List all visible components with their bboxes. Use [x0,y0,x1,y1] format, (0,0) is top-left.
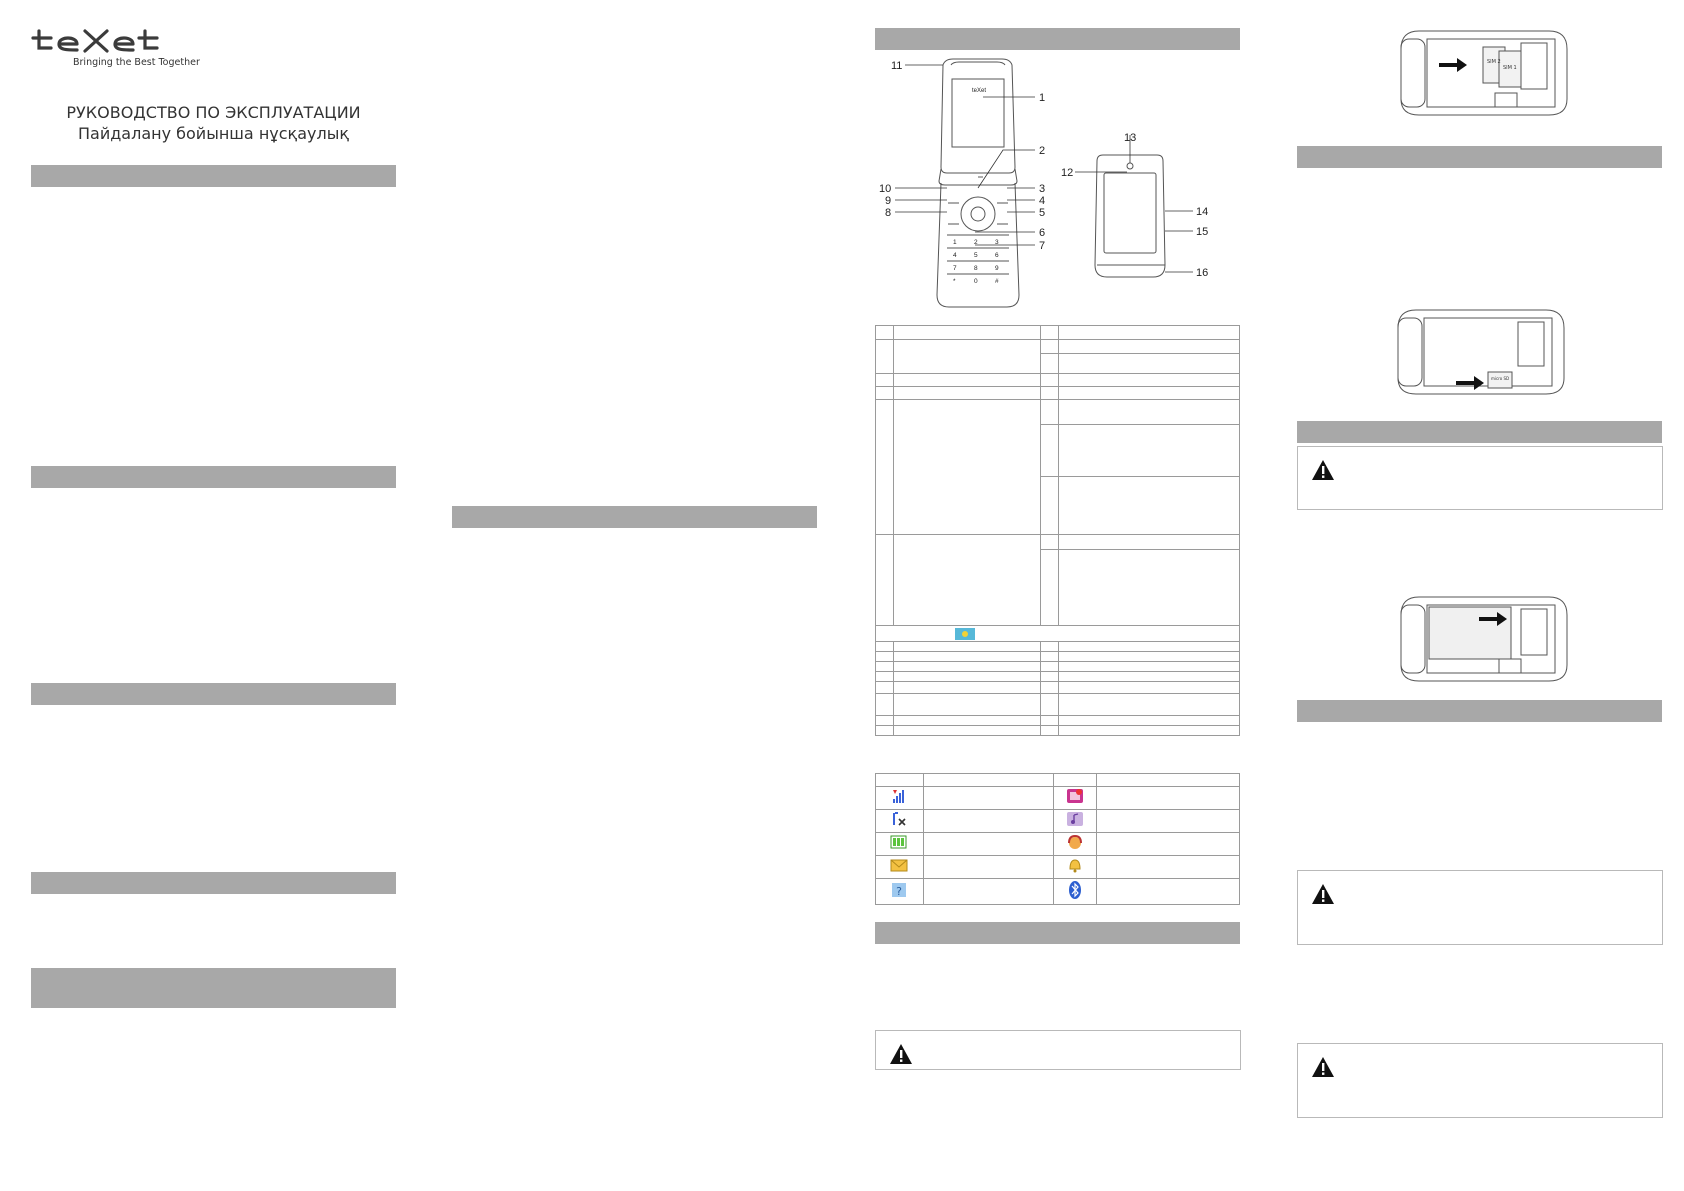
warning-icon [1312,884,1334,904]
screen-brand-label: teXet [972,88,986,94]
sim1-label: SIM 1 [1503,65,1517,71]
key-8: 8 [974,265,978,272]
brand-tagline: Bringing the Best Together [73,57,200,68]
unknown-icon: ? [892,882,907,898]
manual-title-ru: РУКОВОДСТВО ПО ЭКСПЛУАТАЦИИ [66,103,361,122]
key-7: 7 [953,265,957,272]
callout-5: 5 [1039,207,1045,219]
key-2: 2 [974,239,978,246]
warning-icon [1312,1057,1334,1077]
keypad-labels: 1 2 3 4 5 6 7 8 9 * 0 # [953,239,999,285]
section-header-bar [31,968,396,1008]
message-icon [890,859,908,872]
phone-diagram: teXet 11 1 2 10 9 8 3 4 5 6 7 13 12 14 1… [879,58,1208,308]
specifications-table [875,325,1240,736]
warning-box [1297,446,1663,510]
warning-icon [890,1044,912,1064]
callout-2: 2 [1039,145,1045,157]
bluetooth-icon [1068,880,1081,899]
key-hash: # [995,278,999,285]
alarm-icon [1069,859,1081,873]
micro-sd-label: micro SD [1491,376,1509,381]
callout-8: 8 [885,207,891,219]
warning-box [875,1030,1241,1070]
section-header-bar [875,28,1240,50]
sim2-label: SIM 2 [1487,59,1501,65]
callout-14: 14 [1196,206,1208,218]
key-9: 9 [995,265,999,272]
section-header-bar [1297,146,1662,168]
key-star: * [953,278,956,285]
callout-11: 11 [891,60,902,72]
callout-3: 3 [1039,183,1045,195]
section-header-bar [1297,700,1662,722]
section-header-bar [31,165,396,187]
mms-icon [1066,789,1083,803]
key-0: 0 [974,278,978,285]
svg-text:?: ? [897,885,903,898]
section-header-bar [31,683,396,705]
section-header-bar [31,872,396,894]
callout-4: 4 [1039,195,1045,207]
callout-10: 10 [879,183,891,195]
callout-12: 12 [1061,167,1073,179]
music-icon [1066,812,1083,826]
warning-icon [1312,460,1334,480]
headset-icon [1067,834,1082,849]
warning-box [1297,1043,1663,1118]
callout-16: 16 [1196,267,1208,279]
callout-6: 6 [1039,227,1045,239]
texet-logo-icon [31,29,159,53]
section-header-bar [875,922,1240,944]
memory-card-diagram: micro SD [1397,309,1565,395]
no-signal-icon [893,812,907,826]
diagram-callouts: 11 1 2 10 9 8 3 4 5 6 7 13 12 14 15 16 [879,60,1208,279]
status-icons-table: ? [875,773,1240,905]
section-header-bar [31,466,396,488]
callout-7: 7 [1039,240,1045,252]
manual-title-kz: Пайдалану бойынша нұсқаулық [77,124,349,143]
section-header-bar [1297,421,1662,443]
signal-icon [893,790,905,803]
key-4: 4 [953,252,957,259]
warning-box [1297,870,1663,945]
key-3: 3 [995,239,999,246]
battery-icon [890,835,907,849]
callout-15: 15 [1196,226,1208,238]
battery-insert-diagram [1400,596,1568,682]
callout-9: 9 [885,195,891,207]
key-1: 1 [953,239,957,246]
brand-logo: Bringing the Best Together [31,26,211,74]
callout-13: 13 [1124,132,1136,144]
key-6: 6 [995,252,999,259]
callout-1: 1 [1039,92,1045,104]
kazakhstan-flag-icon [955,628,975,640]
sim-insert-diagram: SIM 2 SIM 1 [1400,30,1568,116]
key-5: 5 [974,252,978,259]
section-header-bar [452,506,817,528]
